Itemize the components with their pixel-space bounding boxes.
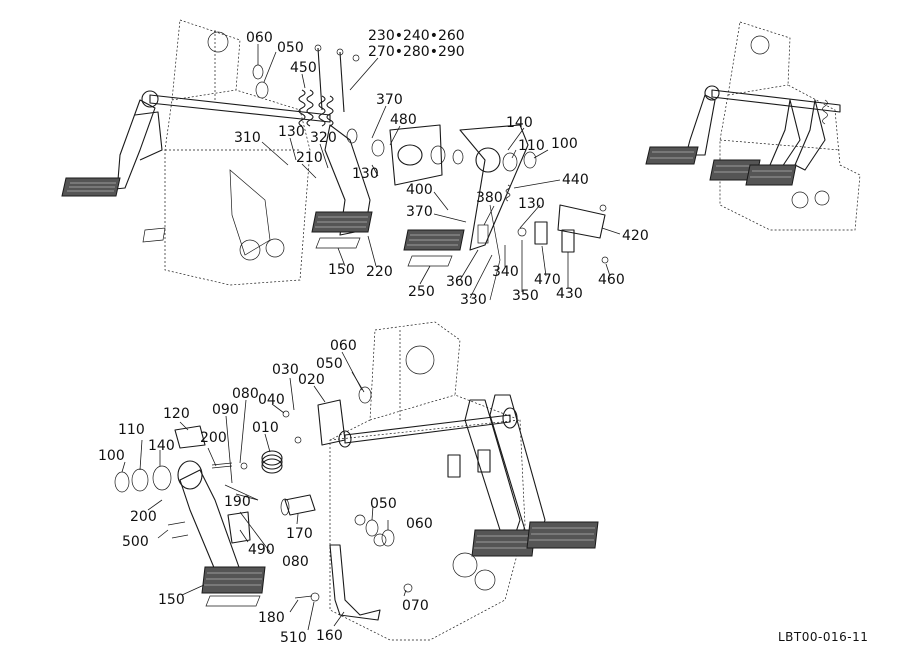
label-130-c: 130 [518,196,545,212]
top-right-assembly [645,21,861,231]
label-060-b: 060 [406,516,433,532]
label-150-bottom: 150 [158,592,185,608]
label-070: 070 [402,598,429,614]
bottom-part-labels: 060 050 030 020 080 040 090 120 010 200 … [98,338,433,646]
label-430: 430 [556,286,583,302]
label-400: 400 [406,182,433,198]
drawing-code: LBT00-016-11 [778,630,868,644]
label-060: 060 [246,30,273,46]
label-380: 380 [476,190,503,206]
label-190: 190 [224,494,251,510]
label-050-a: 050 [316,356,343,372]
label-460: 460 [598,272,625,288]
label-360: 360 [446,274,473,290]
label-100: 100 [551,136,578,152]
label-130-a: 130 [278,124,305,140]
pedal-pad-bottom-right-b [526,521,599,549]
label-170: 170 [286,526,313,542]
label-110-bottom: 110 [118,422,145,438]
label-480: 480 [390,112,417,128]
bottom-assembly [114,321,599,641]
label-050-b: 050 [370,496,397,512]
label-140-bottom: 140 [148,438,175,454]
label-210: 210 [296,150,323,166]
label-040: 040 [258,392,285,408]
label-group-270-280-290: 270•280•290 [368,44,465,60]
label-060-a: 060 [330,338,357,354]
label-120: 120 [163,406,190,422]
label-150-top: 150 [328,262,355,278]
leader-lines [121,44,621,631]
label-330: 330 [460,292,487,308]
label-080-b: 080 [282,554,309,570]
pedal-pad-top-right [403,229,465,251]
label-350: 350 [512,288,539,304]
label-310: 310 [234,130,261,146]
label-010: 010 [252,420,279,436]
pedal-pad-small-left [645,146,699,165]
label-500: 500 [122,534,149,550]
label-220: 220 [366,264,393,280]
label-420: 420 [622,228,649,244]
label-200-b: 200 [130,509,157,525]
label-160: 160 [316,628,343,644]
label-490: 490 [248,542,275,558]
label-090: 090 [212,402,239,418]
label-370-top: 370 [376,92,403,108]
spring-450 [298,89,314,127]
label-group-230-240-260: 230•240•260 [368,28,465,44]
label-340: 340 [492,264,519,280]
label-140: 140 [506,115,533,131]
label-470: 470 [534,272,561,288]
spring-010 [261,450,283,474]
label-370-b: 370 [406,204,433,220]
pedal-pad-bottom-left [201,566,266,594]
top-part-labels: 060 050 450 230•240•260 270•280•290 370 … [234,28,649,308]
label-250: 250 [408,284,435,300]
label-080-a: 080 [232,386,259,402]
label-450: 450 [290,60,317,76]
pedal-pad-bottom-right-a [471,529,536,557]
pedal-pad-top-left [61,177,121,197]
label-050: 050 [277,40,304,56]
label-020: 020 [298,372,325,388]
label-130-b: 130 [352,166,379,182]
pedal-pad-top-center [311,211,373,233]
label-110: 110 [518,138,545,154]
top-left-assembly [61,19,609,301]
pedal-pad-small-right [745,164,797,186]
label-510: 510 [280,630,307,646]
label-320: 320 [310,130,337,146]
label-200-a: 200 [200,430,227,446]
label-100-bottom: 100 [98,448,125,464]
label-440: 440 [562,172,589,188]
label-030: 030 [272,362,299,378]
label-180: 180 [258,610,285,626]
